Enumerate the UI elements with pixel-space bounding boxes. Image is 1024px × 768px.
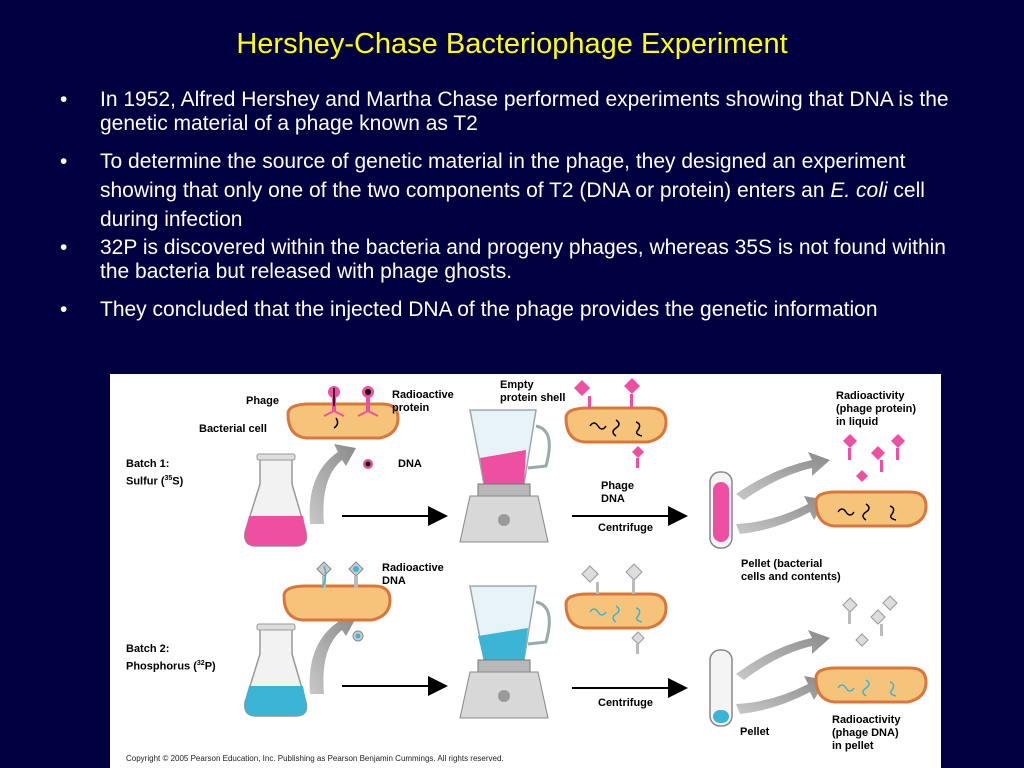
bullet-text: To determine the source of genetic mater…	[100, 150, 906, 202]
bullet-marker: •	[60, 150, 68, 173]
label-batch2-phosphorus: Phosphorus (	[126, 660, 197, 673]
label-batch1-symbol: S)	[172, 475, 184, 488]
bullet-item: • They concluded that the injected DNA of…	[60, 295, 970, 324]
phage-icon	[632, 446, 644, 468]
phage-icon	[625, 563, 643, 594]
label-batch2-symbol: P)	[204, 660, 216, 673]
bullet-item: • To determine the source of genetic mate…	[60, 147, 970, 234]
label-radioactivity-liquid: Radioactivity (phage protein) in liquid	[836, 390, 917, 428]
phage-icon	[581, 565, 599, 594]
label-phage: Phage	[246, 395, 280, 407]
phage-icon	[363, 459, 373, 469]
gray-arrow-up-2	[309, 614, 356, 694]
phage-icon	[348, 561, 364, 588]
gray-arrow-result-2b	[736, 676, 826, 714]
label-empty-shell: Empty protein shell	[500, 379, 566, 404]
label-batch1: Batch 1:	[126, 458, 170, 470]
bullet-text: They concluded that the injected DNA of …	[100, 298, 878, 321]
bullet-marker: •	[60, 236, 68, 259]
label-batch1-isotope: 35	[164, 475, 173, 482]
flask-batch2	[243, 623, 308, 717]
bullet-italic-organism: E. coli	[830, 179, 888, 202]
phage-icon	[574, 380, 591, 408]
blender-2	[459, 585, 551, 719]
label-radioactive-protein: Radioactive protein	[392, 389, 454, 414]
flask-batch1	[243, 453, 308, 547]
phage-ghosts-liquid	[843, 434, 905, 482]
bullet-list: • In 1952, Alfred Hershey and Martha Chas…	[60, 88, 970, 335]
phage-icon	[357, 386, 379, 417]
gray-arrow-result-1a	[736, 452, 830, 500]
result-cell-1	[814, 490, 928, 528]
bullet-text-tail: cell during infection	[100, 179, 925, 231]
label-centrifuge-1: Centrifuge	[598, 522, 653, 534]
label-dna: DNA	[398, 458, 422, 470]
phage-icon	[323, 386, 345, 417]
bullet-item: • 32P is discovered within the bacteria a…	[60, 236, 970, 284]
slide-title: Hershey-Chase Bacteriophage Experiment	[236, 28, 788, 60]
label-pellet: Pellet	[740, 726, 770, 738]
label-pellet-bacterial: Pellet (bacterial cells and contents)	[741, 558, 841, 583]
bullet-marker: •	[60, 298, 68, 321]
label-bacterial-cell: Bacterial cell	[199, 423, 267, 435]
infected-cell-1	[286, 386, 400, 469]
gray-arrow-result-1b	[736, 496, 826, 534]
test-tube-1	[709, 471, 733, 549]
bullet-text: 32P is discovered within the bacteria an…	[100, 236, 946, 283]
phage-icon	[631, 631, 645, 654]
phage-icon	[624, 378, 640, 408]
infected-cell-2	[282, 561, 392, 642]
gray-arrow-result-2a	[736, 630, 830, 680]
experiment-diagram	[243, 378, 928, 727]
bullet-marker: •	[60, 88, 68, 111]
label-batch2-isotope: 32	[196, 660, 205, 667]
label-batch1-element: Sulfur (35S)	[126, 472, 183, 489]
result-cell-2	[814, 666, 928, 704]
phage-icon	[316, 561, 332, 589]
label-batch1-sulfur: Sulfur (	[126, 475, 165, 488]
blender-1	[459, 409, 551, 543]
label-radioactivity-pellet: Radioactivity (phage DNA) in pellet	[832, 714, 901, 752]
cell-after-blend-1	[564, 378, 668, 468]
phage-ghosts-liquid-2	[842, 595, 898, 647]
gray-arrow-up-1	[309, 444, 356, 524]
bullet-text: In 1952, Alfred Hershey and Martha Chase…	[100, 88, 949, 135]
label-batch2-element: Phosphorus (32P)	[126, 657, 216, 674]
label-radioactive-dna: Radioactive DNA	[382, 562, 444, 587]
label-batch2: Batch 2:	[126, 643, 170, 655]
test-tube-2	[709, 649, 733, 727]
bullet-item: • In 1952, Alfred Hershey and Martha Chas…	[60, 88, 970, 136]
experiment-figure: Phage Radioactive protein Empty protein …	[110, 374, 941, 768]
phage-icon	[352, 630, 364, 642]
label-centrifuge-2: Centrifuge	[598, 697, 653, 709]
cell-after-blend-2	[564, 563, 668, 654]
copyright-notice: Copyright © 2005 Pearson Education, Inc.…	[126, 754, 504, 763]
label-phage-dna: Phage DNA	[601, 480, 635, 505]
